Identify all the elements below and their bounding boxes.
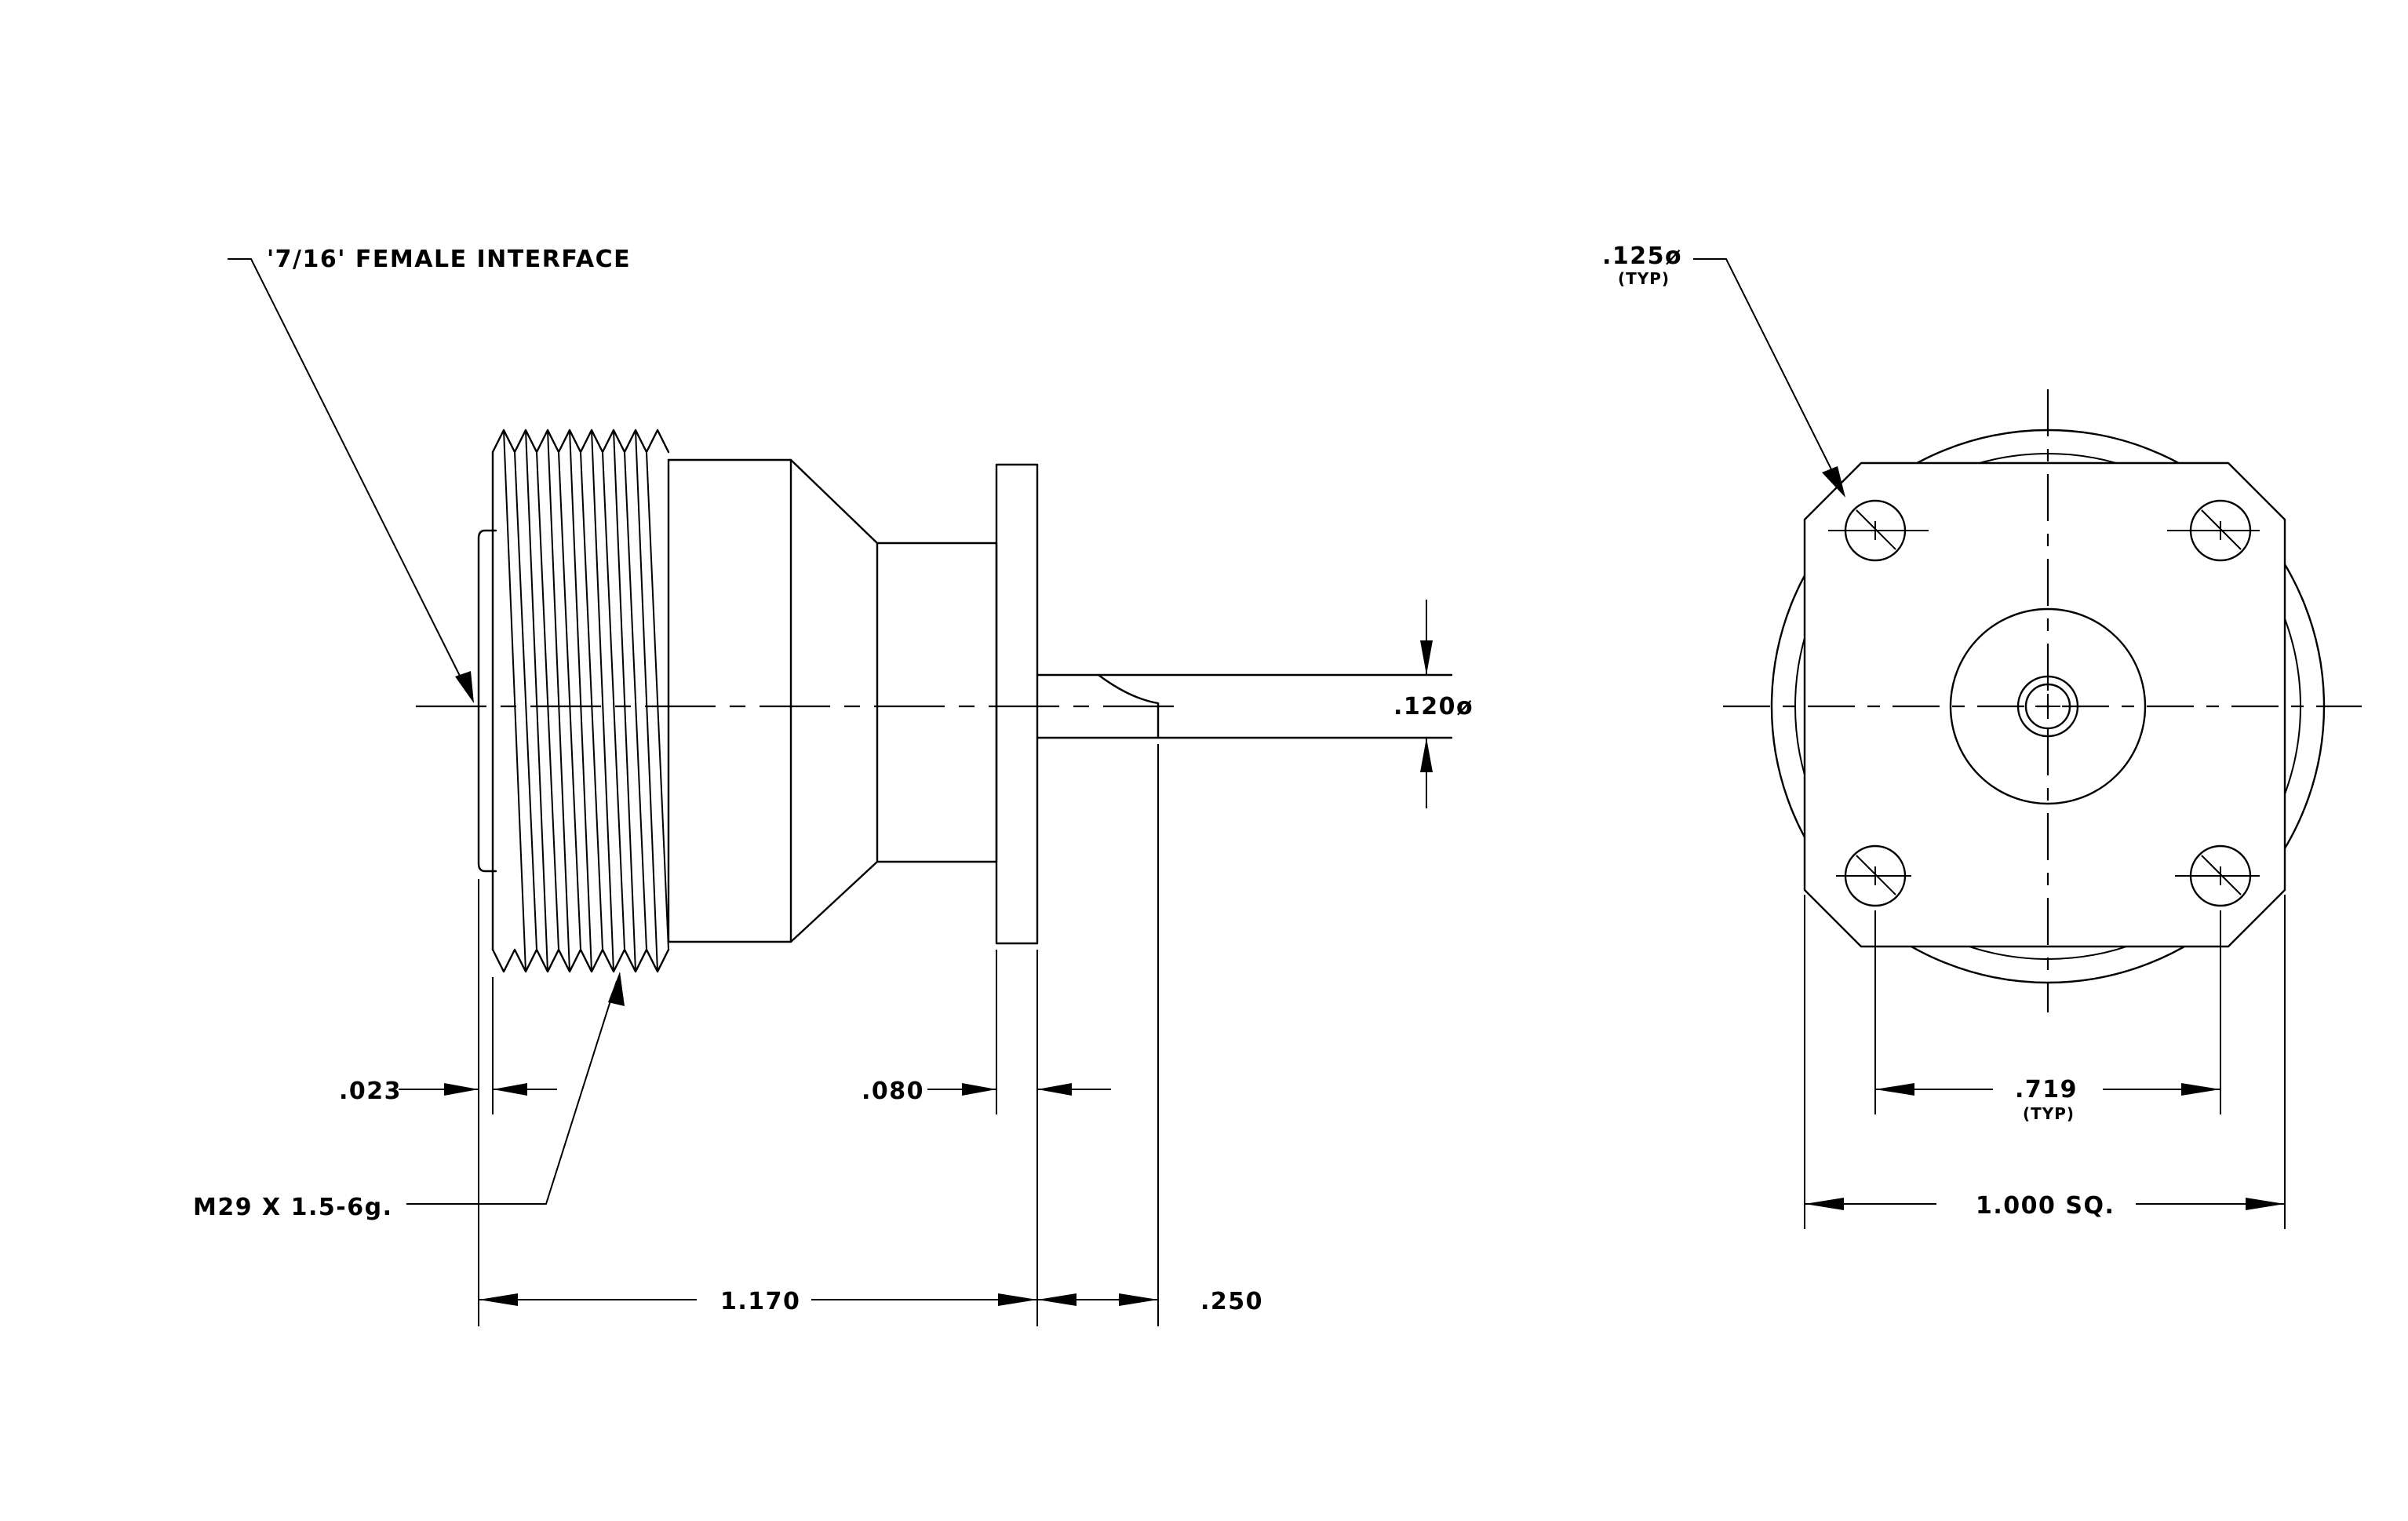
dim-250: .250 xyxy=(1200,1288,1263,1315)
thread-helix-lines xyxy=(503,429,669,972)
mounting-hole-bottom-right xyxy=(2175,844,2260,907)
front-view xyxy=(1723,389,2362,1012)
flange xyxy=(995,463,1039,945)
dim-125: .125ø xyxy=(1602,243,1682,270)
dim-719: .719 xyxy=(2015,1076,2078,1103)
center-pin xyxy=(1036,673,1160,739)
thread-label: M29 X 1.5-6g. xyxy=(193,1194,392,1221)
square-flange xyxy=(1803,461,2286,948)
side-view-dimensions: '7/16' FEMALE INTERFACE M29 X 1.5-6g. .0… xyxy=(193,246,1474,1326)
mounting-hole-top-right xyxy=(2167,499,2260,562)
dim-719-typ: (TYP) xyxy=(2023,1104,2075,1123)
interface-leader xyxy=(228,258,470,695)
thread-leader-arrow xyxy=(608,972,625,1006)
mounting-hole-bottom-left xyxy=(1836,844,1911,907)
arrow-250-right xyxy=(1119,1293,1158,1306)
insulator-circle xyxy=(1949,607,2147,805)
arrow-080-right xyxy=(1037,1083,1072,1096)
arrow-023-right xyxy=(493,1083,527,1096)
dim-1170: 1.170 xyxy=(720,1288,800,1315)
dim-023: .023 xyxy=(339,1078,402,1105)
arrow-1000-right xyxy=(2246,1198,2285,1210)
hole-leader xyxy=(1693,258,1838,483)
arrow-719-left xyxy=(1875,1083,1914,1096)
dim-1000: 1.000 SQ. xyxy=(1976,1192,2115,1220)
dim-120: .120ø xyxy=(1393,693,1474,720)
front-lip xyxy=(477,529,497,873)
front-view-dimensions: .125ø (TYP) .719 (TYP) 1.000 SQ. xyxy=(1602,243,2286,1229)
thread-leader xyxy=(406,980,617,1205)
mounting-hole-top-left xyxy=(1828,499,1929,562)
dim-080: .080 xyxy=(862,1078,924,1105)
arrow-1170-right xyxy=(998,1293,1037,1306)
arrow-080-left xyxy=(962,1083,996,1096)
rear-body xyxy=(667,458,998,943)
arrow-120-top xyxy=(1420,640,1433,675)
arrow-719-right xyxy=(2181,1083,2220,1096)
dim-125-typ: (TYP) xyxy=(1618,269,1670,288)
arrow-250-left xyxy=(1037,1293,1076,1306)
hole-leader-arrow xyxy=(1822,466,1845,498)
thread-crests-bottom xyxy=(491,948,670,973)
arrow-023-left xyxy=(444,1083,479,1096)
side-view xyxy=(416,429,1453,973)
interface-leader-arrow xyxy=(455,671,474,703)
thread-crests-top xyxy=(491,429,670,454)
interface-label: '7/16' FEMALE INTERFACE xyxy=(267,246,631,273)
arrow-1170-left xyxy=(479,1293,518,1306)
arrow-120-bottom xyxy=(1420,738,1433,772)
arrow-1000-left xyxy=(1805,1198,1844,1210)
